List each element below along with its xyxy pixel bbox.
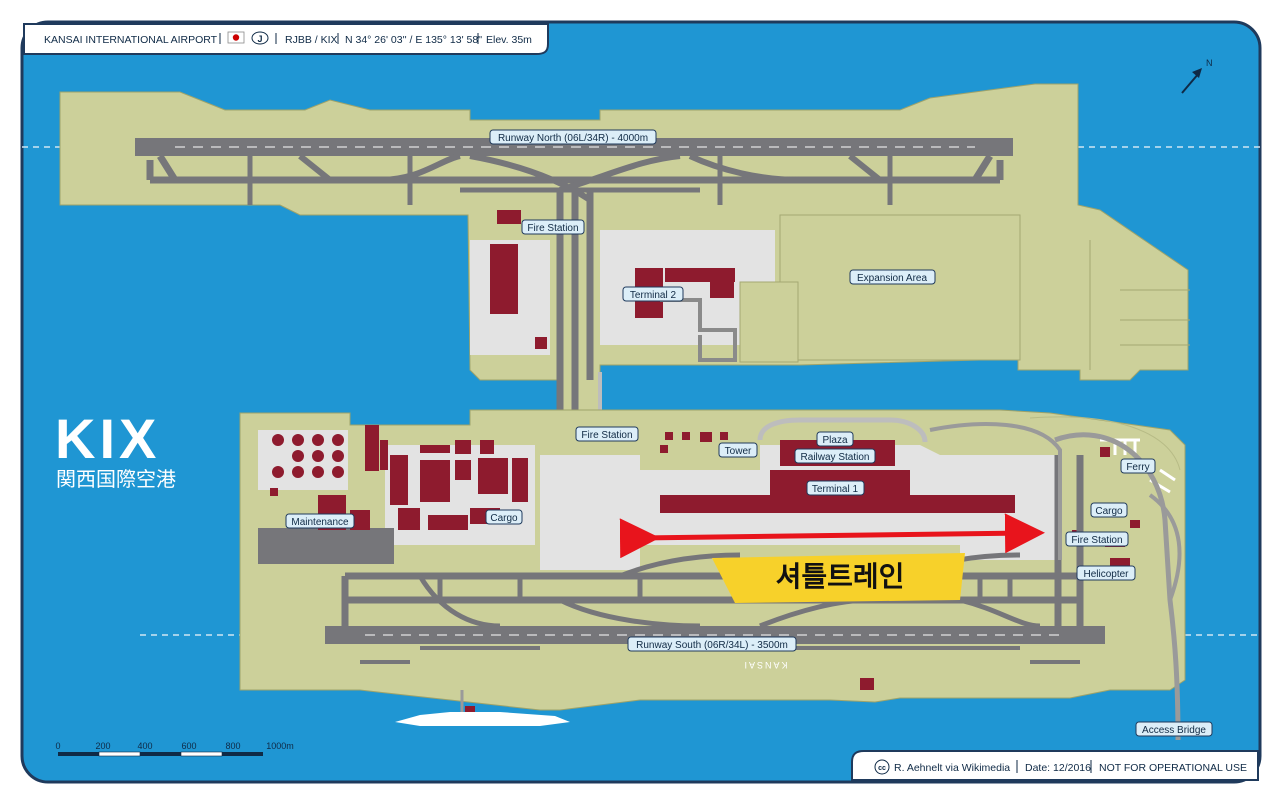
fire-station-central-label: Fire Station <box>581 430 632 441</box>
kix-logo: KIX <box>55 407 160 470</box>
footer-separators <box>1016 760 1092 773</box>
shuttle-train-highlight <box>712 553 965 603</box>
south-pier <box>395 712 570 726</box>
terminal-1-label: Terminal 1 <box>812 484 859 495</box>
north-parallel-taxiway <box>146 154 1004 184</box>
expansion-area-label: Expansion Area <box>857 273 927 284</box>
plaza-label: Plaza <box>822 435 847 446</box>
airport-coordinates: N 34° 26' 03'' / E 135° 13' 58'' <box>345 34 482 46</box>
japanese-name: 関西国際空港 <box>56 467 176 491</box>
footer-date: Date: 12/2016 <box>1025 762 1091 774</box>
cargo-west-label: Cargo <box>490 513 518 524</box>
north-arrow-label: N <box>1206 58 1213 68</box>
airport-name: KANSAI INTERNATIONAL AIRPORT <box>44 34 218 46</box>
cargo-east-label: Cargo <box>1095 506 1123 517</box>
runway-north-label-bg <box>489 129 657 145</box>
footer-credit: R. Aehnelt via Wikimedia <box>894 762 1010 774</box>
airport-codes: RJBB / KIX <box>285 34 338 46</box>
facility-labels: Fire Station Terminal 2 Expansion Area F… <box>285 219 1213 737</box>
header-bar <box>23 23 549 55</box>
tower-area-buildings <box>660 432 728 453</box>
terminal-2-label: Terminal 2 <box>630 290 677 301</box>
tower-label: Tower <box>725 446 752 457</box>
runway-south-marking: KANSAI <box>742 660 787 670</box>
north-arrow-icon <box>1181 68 1202 94</box>
shuttle-train-arrow <box>619 513 1045 559</box>
south-island-seawall <box>1029 416 1181 471</box>
scale-tick-1000: 1000m <box>266 741 294 751</box>
north-taxiway-curves <box>298 153 882 215</box>
access-bridge-label: Access Bridge <box>1142 725 1206 736</box>
north-west-building-1 <box>490 244 518 314</box>
maintenance-label: Maintenance <box>291 517 349 528</box>
header-separators <box>219 33 479 44</box>
country-code-badge <box>251 31 269 45</box>
runway-south-label: Runway South (06R/34L) - 3500m <box>636 640 788 651</box>
plaza-road <box>757 417 928 443</box>
south-taxiway-lower <box>360 646 1080 664</box>
airport-elevation: Elev. 35m <box>486 34 532 46</box>
japan-flag-circle <box>232 34 240 41</box>
terminal-2-road <box>660 298 737 362</box>
south-parallel-taxiways <box>341 455 1084 626</box>
access-bridge-road <box>1054 432 1181 741</box>
creative-commons-icon <box>874 759 890 775</box>
creative-commons-label: cc <box>878 765 886 772</box>
shuttle-train-label: 셔틀트레인 <box>776 560 905 593</box>
scale-tick-0: 0 <box>55 741 60 751</box>
north-west-building-2 <box>535 337 547 349</box>
fuel-tanks <box>272 434 344 478</box>
railway-station-label: Railway Station <box>801 452 870 463</box>
fire-station-east-label: Fire Station <box>1071 535 1122 546</box>
terminal-2-building-3 <box>710 282 734 298</box>
maintenance-apron <box>258 528 394 564</box>
ferry-label: Ferry <box>1126 462 1149 473</box>
runway-north-label: Runway North (06L/34R) - 4000m <box>498 133 648 144</box>
expansion-area-block <box>779 214 1021 361</box>
helicopter-label: Helicopter <box>1083 569 1129 580</box>
country-code: J <box>257 34 262 44</box>
scale-tick-400: 400 <box>137 741 152 751</box>
west-buildings <box>270 425 528 530</box>
scale-tick-800: 800 <box>225 741 240 751</box>
north-plot <box>739 281 799 363</box>
fire-station-north-building <box>497 210 521 224</box>
runway-south-label-bg <box>627 636 797 652</box>
fire-station-north-label: Fire Station <box>527 223 578 234</box>
terminal-2-building-2 <box>665 268 735 282</box>
north-taxiway-cross <box>247 156 893 205</box>
scale-bar: 0 200 400 600 800 1000m <box>55 741 294 757</box>
footer-bar <box>851 750 1259 781</box>
north-east-plots <box>1089 240 1190 370</box>
footer-notice: NOT FOR OPERATIONAL USE <box>1099 762 1247 774</box>
access-road-loop <box>929 422 1182 601</box>
scale-tick-200: 200 <box>95 741 110 751</box>
scale-tick-600: 600 <box>181 741 196 751</box>
